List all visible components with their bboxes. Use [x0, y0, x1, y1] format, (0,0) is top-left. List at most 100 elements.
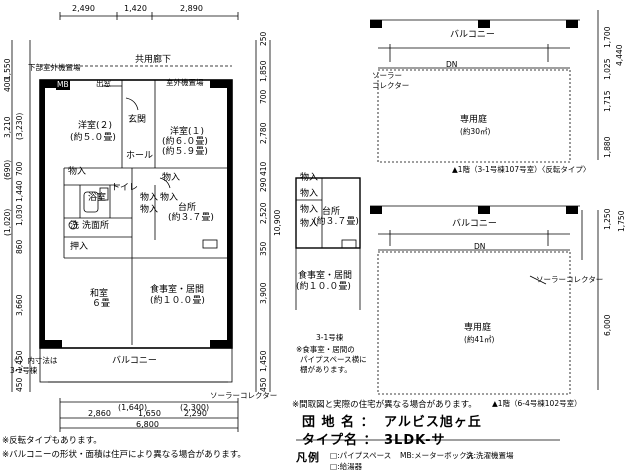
variant-closet-1: 物入	[300, 173, 319, 183]
variant-note-1: ※食事室・居間の	[296, 345, 355, 354]
left-dim-4: (3,230)	[15, 112, 24, 140]
western2-size: (約５.０畳)	[70, 133, 116, 143]
wash-label: 洗	[70, 221, 80, 231]
closet-4: 物入	[140, 205, 159, 215]
type-label: タイプ名 ：	[302, 433, 378, 448]
garden2-solar: ソーラーコレクター	[536, 275, 604, 284]
legend-mb: MB:メーターボックス	[400, 451, 474, 460]
hall-label: ホール	[126, 151, 154, 161]
outdoor-storage-lower: 下部室外機置場	[28, 63, 81, 72]
legend-ps: □:パイプスペース	[330, 451, 392, 460]
inner-note-2: 3-1号棟	[10, 366, 38, 375]
variant-dining-size: (約１０.０畳)	[296, 282, 351, 292]
left-dim-12: 1,450	[15, 350, 24, 372]
mid-dim-2: 1,850	[259, 60, 268, 82]
toilet-label: トイレ	[111, 183, 139, 193]
mid-dim-3: 700	[259, 89, 268, 104]
left-dim-2: 400	[3, 77, 12, 92]
balcony-label: バルコニー	[112, 356, 157, 366]
g1-dim-1: 1,700	[603, 26, 612, 48]
mid-dim-9: 350	[259, 241, 268, 256]
legend-heater: □:給湯器	[330, 462, 363, 471]
dining-size: (約１０.０畳)	[150, 296, 205, 306]
mid-dim-7: 2,520	[259, 202, 268, 224]
mid-dim-8: 10,900	[273, 209, 282, 236]
oshiire-label: 押入	[70, 242, 89, 252]
variant-kitchen: 台所	[322, 207, 341, 217]
dining-label: 食事室・居間	[150, 285, 205, 295]
closet-3: 物入	[140, 193, 159, 203]
garden2-size: (約41㎡)	[464, 335, 495, 344]
g2-dim-1: 1,250	[603, 208, 612, 230]
g1-dim-3: 4,440	[615, 44, 624, 66]
window-label: 出窓	[96, 79, 111, 88]
garden2-garden: 専用庭	[464, 323, 492, 333]
variant-note-2: パイプスペース横に	[300, 355, 367, 364]
variant-closet-3: 物入	[300, 205, 319, 215]
left-dim-3: 3,210	[3, 116, 12, 138]
garden1-garden: 専用庭	[460, 115, 488, 125]
mid-dim-10: 3,900	[259, 282, 268, 304]
mid-dim-11: 1,450	[259, 350, 268, 372]
garden2-balcony: バルコニー	[452, 219, 497, 229]
left-dim-6: 700	[15, 161, 24, 176]
variant-dining: 食事室・居間	[298, 271, 353, 281]
western1-size2: (約５.９畳)	[162, 147, 208, 157]
left-dim-8: 1,030	[15, 204, 24, 226]
left-dim-11: 3,660	[15, 294, 24, 316]
type-name: 3LDK-サ	[384, 433, 446, 448]
g1-dim-5: 1,880	[603, 136, 612, 158]
mid-dim-4: 2,780	[259, 122, 268, 144]
closet-5: 物入	[160, 193, 179, 203]
western1-size: (約６.０畳)	[162, 137, 208, 147]
inner-note: 〈 〉内寸法は	[10, 356, 58, 365]
western2-label: 洋室(２)	[78, 121, 113, 131]
top-dim-3: 2,890	[180, 4, 203, 13]
left-dim-10: 860	[15, 239, 24, 254]
washroom-label: 洗面所	[82, 221, 110, 231]
variant-note-3: 棚があります。	[300, 365, 352, 374]
left-dim-9: (1,020)	[3, 208, 12, 236]
garden1-size: (約30㎡)	[460, 127, 491, 136]
variant-closet-4: 物入	[300, 219, 319, 229]
entrance-label: 玄関	[128, 115, 147, 125]
mid-dim-1: 250	[259, 31, 268, 46]
variant-closet-2: 物入	[300, 189, 319, 199]
note-balcony-shape: ※バルコニーの形状・面積は住戸により異なる場合があります。	[2, 450, 246, 460]
outdoor-storage: 室外機置場	[166, 78, 204, 87]
kitchen-label: 台所	[178, 203, 197, 213]
legend-label: 凡例	[296, 451, 320, 464]
left-dim-13: 450	[15, 377, 24, 392]
japanese-label: 和室	[90, 289, 109, 299]
mid-dim-12: 450	[259, 377, 268, 392]
closet-2: 物入	[162, 173, 181, 183]
g2-dim-2: 1,750	[617, 210, 626, 232]
closet-1: 物入	[68, 167, 87, 177]
western1-label: 洋室(１)	[170, 127, 205, 137]
bottom-dim-b3: 2,290	[184, 409, 207, 418]
g2-dim-3: 6,000	[603, 314, 612, 336]
bottom-dim-b1: 2,860	[88, 409, 111, 418]
kitchen-size: (約３.７畳)	[168, 213, 214, 223]
note-reverse: ※反転タイプもあります。	[2, 436, 102, 446]
left-dim-5: (690)	[3, 159, 12, 180]
g1-dim-2: 1,025	[603, 58, 612, 80]
left-dim-7: 1,440	[15, 180, 24, 202]
bottom-dim-b2: 1,650	[138, 409, 161, 418]
garden2-dn: DN	[474, 242, 486, 251]
garden1-balcony: バルコニー	[450, 30, 495, 40]
mid-dim-6: 290	[259, 177, 268, 192]
top-dim-2: 1,420	[124, 4, 147, 13]
bottom-dim-a2: (2,300)	[180, 403, 210, 412]
total-width: 6,800	[136, 420, 159, 429]
note-drawing-diff: ※間取図と実際の住宅が異なる場合があります。	[292, 400, 477, 410]
legend-wash: 洗:洗濯機置場	[466, 451, 514, 460]
complex-name: アルビス旭ヶ丘	[384, 415, 482, 430]
garden2-caption: ▲1階（6-4号棟102号室）	[492, 399, 582, 408]
g1-dim-4: 1,715	[603, 90, 612, 112]
solar-label: ソーラーコレクター	[210, 391, 278, 400]
garden1-solar: ソーラー	[372, 71, 402, 80]
variant-kitchen-size: (約３.７畳)	[313, 217, 359, 227]
